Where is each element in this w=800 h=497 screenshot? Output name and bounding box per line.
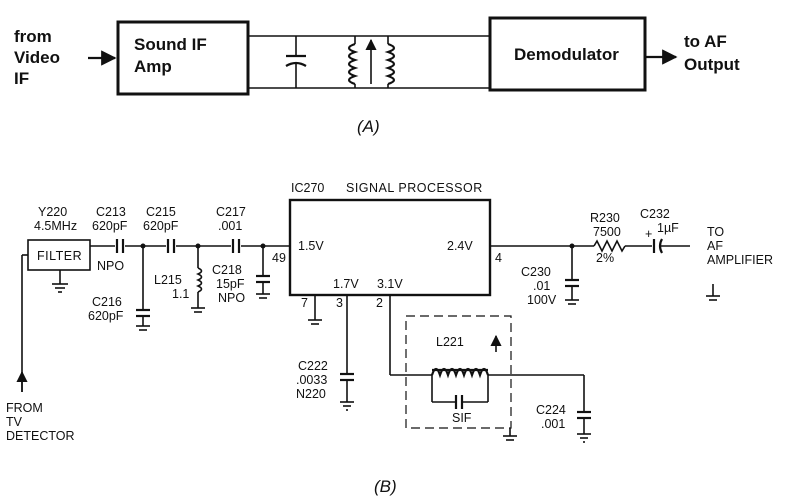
c224-capacitor <box>577 375 591 443</box>
r230-tolerance: 2% <box>596 251 614 265</box>
c230-value: .01 <box>533 279 550 293</box>
c216-capacitor <box>136 246 150 331</box>
output-label-line2: Output <box>684 55 740 74</box>
sif-shield-dashed <box>405 315 512 429</box>
to-af-line3: AMPLIFIER <box>707 253 773 267</box>
input-label-line2: Video <box>14 48 60 67</box>
c216-value: 620pF <box>88 309 124 323</box>
c217-value: .001 <box>218 219 242 233</box>
c230-name: C230 <box>521 265 551 279</box>
c213-value: 620pF <box>92 219 128 233</box>
block-diagram-a: from Video IF Sound IF Amp D <box>14 16 740 136</box>
pin2-number: 2 <box>376 296 383 310</box>
c222-capacitor <box>340 295 354 411</box>
from-tv-line3: DETECTOR <box>6 429 75 443</box>
schematic-b: IC270 SIGNAL PROCESSOR 1.5V 49 2.4V 4 1.… <box>6 181 773 496</box>
input-label-line1: from <box>14 27 52 46</box>
to-af-line1: TO <box>707 225 724 239</box>
c218-type: NPO <box>218 291 245 305</box>
c215-value: 620pF <box>143 219 179 233</box>
input-label-line3: IF <box>14 69 29 88</box>
filter-box <box>27 239 91 271</box>
c215-name: C215 <box>146 205 176 219</box>
caption-b: (B) <box>374 477 397 496</box>
sif-label: SIF <box>452 411 472 425</box>
filter-label: FILTER <box>37 249 82 263</box>
c224-value: .001 <box>541 417 565 431</box>
output-label-line1: to AF <box>684 32 727 51</box>
y220-name: Y220 <box>38 205 67 219</box>
pin3-voltage: 1.7V <box>333 277 359 291</box>
c218-capacitor <box>256 246 270 299</box>
c215-capacitor <box>166 239 176 253</box>
c224-name: C224 <box>536 403 566 417</box>
pin7-number: 7 <box>301 296 308 310</box>
demodulator-label: Demodulator <box>514 45 619 64</box>
l215-coil <box>191 246 205 313</box>
r230-resistor <box>593 239 626 253</box>
c230-voltage: 100V <box>527 293 557 307</box>
pin2-voltage: 3.1V <box>377 277 403 291</box>
ic270-label: IC270 <box>291 181 324 195</box>
c232-capacitor: + <box>645 227 663 254</box>
from-tv-line2: TV <box>6 415 23 429</box>
output-ground <box>706 284 720 301</box>
pin4-voltage: 2.4V <box>447 239 473 253</box>
l221-tank <box>430 334 502 409</box>
pin7-ground <box>308 295 322 325</box>
sound-if-label: Sound IF <box>134 35 207 54</box>
l215-name: L215 <box>154 273 182 287</box>
c232-value: 1µF <box>657 221 679 235</box>
c216-name: C216 <box>92 295 122 309</box>
c230-capacitor <box>565 246 579 305</box>
pin4-number: 4 <box>495 251 502 265</box>
l221-label: L221 <box>436 335 464 349</box>
npo-label: NPO <box>97 259 124 273</box>
c222-value: .0033 <box>296 373 327 387</box>
c222-name: C222 <box>298 359 328 373</box>
ic270-body <box>288 198 492 297</box>
if-coupling-network <box>248 35 490 89</box>
filter-ground <box>52 270 68 293</box>
demodulator-block <box>488 16 647 92</box>
c232-name: C232 <box>640 207 670 221</box>
y220-value: 4.5MHz <box>34 219 77 233</box>
pin3-number: 3 <box>336 296 343 310</box>
pin49-number: 49 <box>272 251 286 265</box>
c213-capacitor <box>115 239 125 253</box>
c213-name: C213 <box>96 205 126 219</box>
caption-a: (A) <box>357 117 380 136</box>
l215-value: 1.1 <box>172 287 189 301</box>
shield-ground <box>503 428 517 441</box>
c217-name: C217 <box>216 205 246 219</box>
sound-if-amp-block <box>116 20 250 96</box>
pin49-voltage: 1.5V <box>298 239 324 253</box>
r230-name: R230 <box>590 211 620 225</box>
ic270-title: SIGNAL PROCESSOR <box>346 181 483 195</box>
r230-value: 7500 <box>593 225 621 239</box>
from-tv-line1: FROM <box>6 401 43 415</box>
c217-capacitor <box>231 239 241 253</box>
c218-name: C218 <box>212 263 242 277</box>
amp-label: Amp <box>134 57 172 76</box>
c222-type: N220 <box>296 387 326 401</box>
svg-text:+: + <box>645 227 652 241</box>
c218-value: 15pF <box>216 277 245 291</box>
to-af-line2: AF <box>707 239 723 253</box>
